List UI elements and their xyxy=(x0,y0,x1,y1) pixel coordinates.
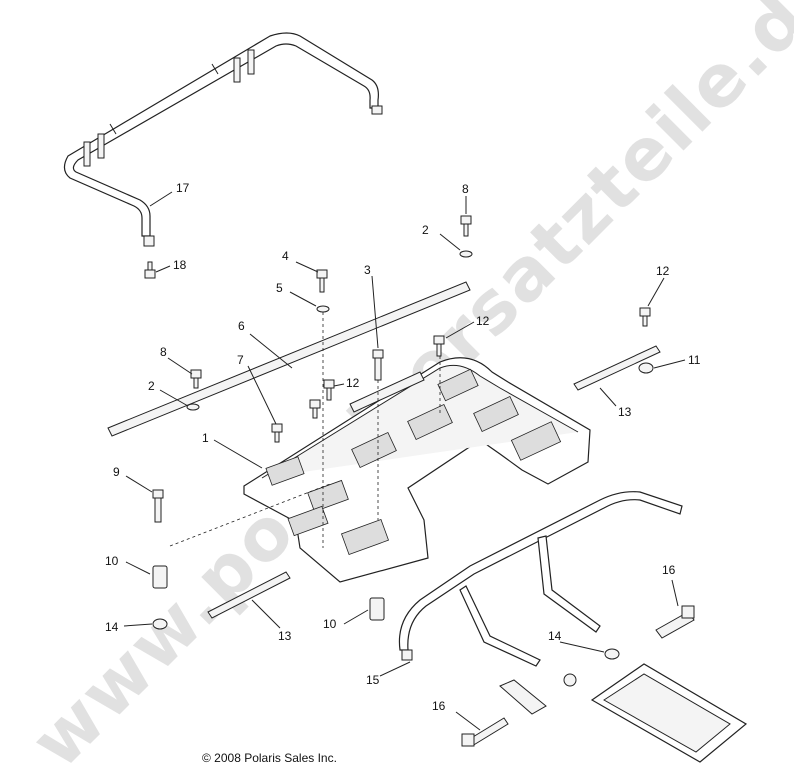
callout-3: 3 xyxy=(364,263,371,277)
washer-2-left xyxy=(186,403,200,411)
bolt-4 xyxy=(316,269,328,293)
rack-rail-upper xyxy=(63,32,383,247)
bolt-12-b xyxy=(323,379,335,401)
callout-10-left: 10 xyxy=(105,554,119,568)
callout-14-left: 14 xyxy=(105,620,119,634)
bolt-12-a xyxy=(433,335,445,357)
spacer-10-left xyxy=(152,565,168,589)
nut-14-left xyxy=(152,618,168,630)
spacer-14-right xyxy=(563,673,577,687)
callout-8-right: 8 xyxy=(462,182,469,196)
callout-12-a: 12 xyxy=(476,314,490,328)
bolt-7 xyxy=(271,423,283,443)
callout-12-right: 12 xyxy=(656,264,670,278)
callout-9: 9 xyxy=(113,465,120,479)
callout-2-left: 2 xyxy=(148,379,155,393)
nut-14-right xyxy=(604,648,620,660)
leader-lines xyxy=(123,191,686,731)
bolt-18 xyxy=(144,261,156,279)
callout-16-left: 16 xyxy=(432,699,446,713)
callout-10-right: 10 xyxy=(323,617,337,631)
nut-11 xyxy=(638,362,654,374)
strip-13-left xyxy=(207,571,291,619)
callout-6: 6 xyxy=(238,319,245,333)
callout-2-right: 2 xyxy=(422,223,429,237)
callout-1: 1 xyxy=(202,431,209,445)
callout-11: 11 xyxy=(688,353,701,367)
bolt-16-right xyxy=(655,605,695,639)
callout-5: 5 xyxy=(276,281,283,295)
bolt-8-right xyxy=(460,215,472,237)
callout-12-b: 12 xyxy=(346,376,360,390)
strip-13-right xyxy=(573,345,661,391)
spacer-10-right xyxy=(369,597,385,621)
callout-18: 18 xyxy=(173,258,187,272)
copyright: © 2008 Polaris Sales Inc. xyxy=(202,751,337,765)
bolt-16-left xyxy=(461,717,509,747)
washer-5 xyxy=(316,305,330,313)
plate xyxy=(499,679,547,715)
bolt-12-right xyxy=(639,307,651,327)
rack-rail-lower xyxy=(398,491,683,667)
bolt-9 xyxy=(152,489,164,523)
callout-4: 4 xyxy=(282,249,289,263)
tray xyxy=(590,663,748,763)
washer-2-right xyxy=(459,250,473,258)
callout-7: 7 xyxy=(237,353,244,367)
callout-16-right: 16 xyxy=(662,563,676,577)
callout-13-left: 13 xyxy=(278,629,292,643)
callout-15: 15 xyxy=(366,673,380,687)
bolt-12-c xyxy=(309,399,321,419)
callout-13-right: 13 xyxy=(618,405,632,419)
bolt-3 xyxy=(372,349,384,381)
bolt-8-left xyxy=(190,369,202,389)
callout-8-left: 8 xyxy=(160,345,167,359)
callout-14-right: 14 xyxy=(548,629,562,643)
callouts: 17 18 8 2 4 3 5 12 6 12 8 7 11 12 2 13 1… xyxy=(105,181,701,713)
rack-platform-1 xyxy=(243,357,591,583)
strip-6 xyxy=(107,281,471,437)
callout-17: 17 xyxy=(176,181,190,195)
